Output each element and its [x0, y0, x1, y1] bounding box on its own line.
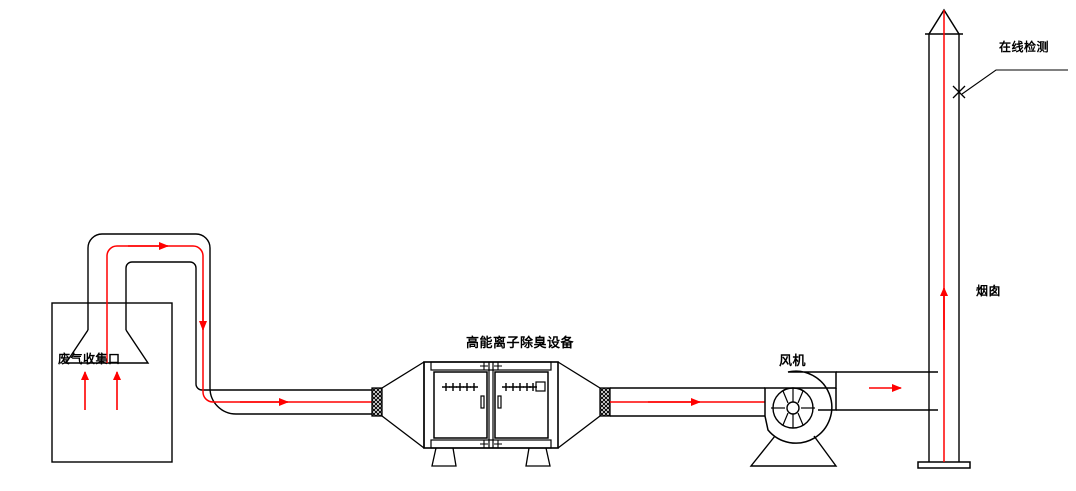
equipment-leg-right	[525, 447, 551, 467]
ductwork-outline	[87, 233, 372, 415]
high-energy-ion-deodorization-equipment	[423, 361, 559, 467]
fan-pedestal	[749, 435, 838, 467]
equipment-label: 高能离子除臭设备	[466, 336, 575, 351]
equipment-outlet-cone	[557, 361, 601, 449]
duct-fan-to-stack	[836, 371, 938, 411]
equipment-leg-left	[431, 447, 457, 467]
right-door-indicator	[535, 381, 546, 392]
left-door-handle	[480, 395, 485, 409]
duct-equipment-to-fan	[610, 387, 765, 417]
right-door-handle	[497, 395, 502, 409]
online-monitoring-label: 在线检测	[999, 40, 1050, 54]
flow-line-inlet	[106, 245, 372, 403]
inlet-flex-connector	[371, 387, 383, 417]
stack-label: 烟囱	[976, 284, 1002, 298]
stack-base-plate	[917, 461, 971, 469]
hood-label: 废气收集口	[58, 352, 121, 366]
source-enclosure	[51, 302, 173, 463]
fan-label: 风机	[779, 354, 807, 369]
monitoring-x-marker	[952, 85, 966, 99]
centrifugal-fan	[749, 370, 838, 467]
outlet-flex-connector	[599, 387, 611, 417]
equipment-inlet-cone	[381, 361, 425, 449]
online-monitoring-point	[952, 69, 1068, 99]
fan-hub	[786, 401, 800, 415]
door-electrode-marks	[442, 383, 537, 391]
exhaust-stack	[917, 8, 971, 469]
monitoring-leader-line	[961, 69, 1068, 95]
